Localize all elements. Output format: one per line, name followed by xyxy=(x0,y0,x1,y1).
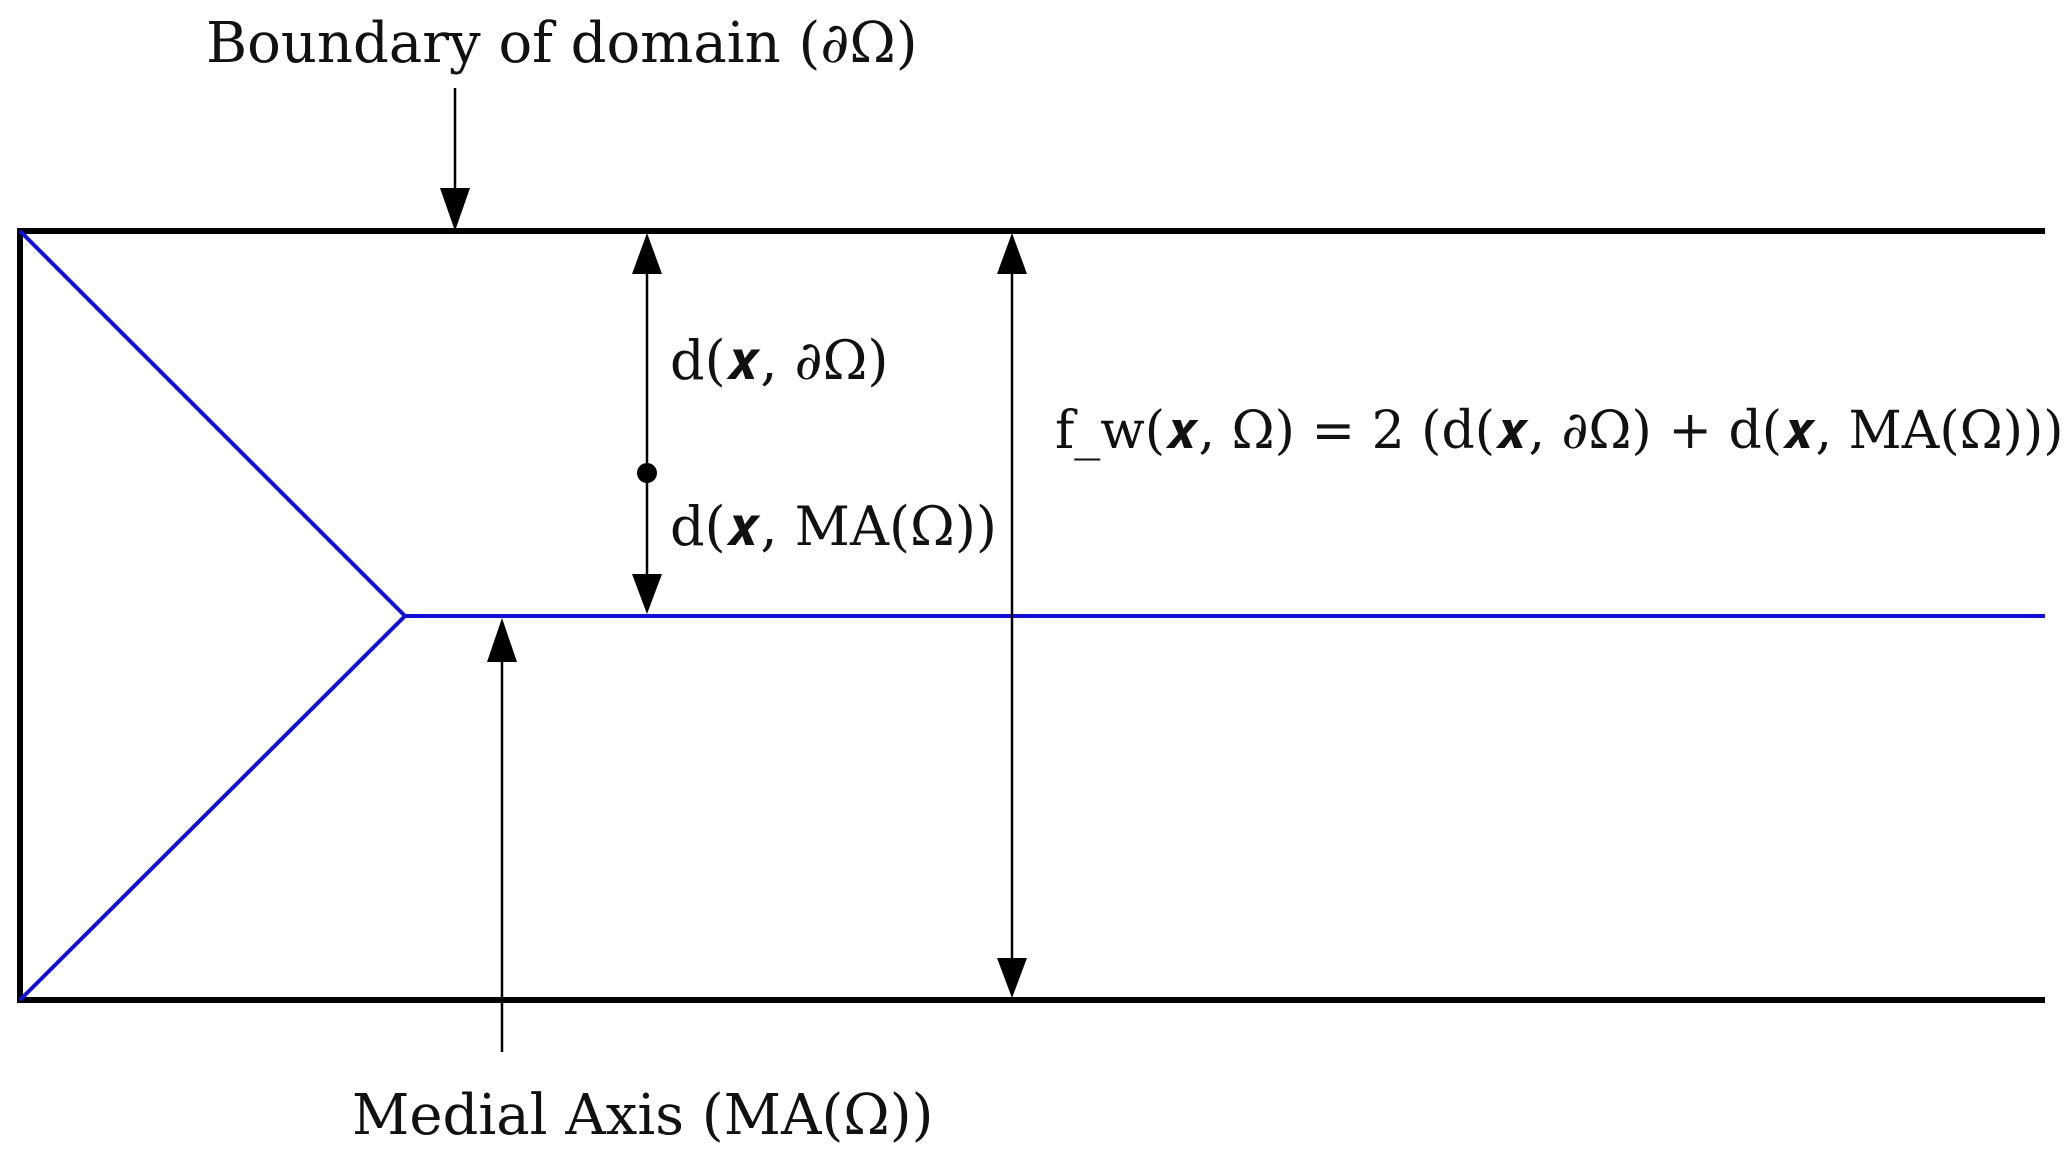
medial-axis-lower-branch xyxy=(18,614,407,1002)
medial-axis-label: Medial Axis (MA(Ω)) xyxy=(352,1083,934,1148)
boundary-pointer-arrowhead xyxy=(440,188,470,231)
medial-axis-pointer-arrowhead xyxy=(487,618,517,662)
width-arrowhead-up xyxy=(997,233,1027,274)
boundary-label: Boundary of domain (∂Ω) xyxy=(206,11,918,76)
distance-to-boundary-label: d(𝒙, ∂Ω) xyxy=(670,329,889,392)
point-x-marker xyxy=(637,463,657,483)
width-arrowhead-down xyxy=(997,958,1027,998)
medial-axis-upper-branch xyxy=(18,229,407,618)
distance-arrowhead-down xyxy=(632,574,662,614)
distance-arrowhead-up xyxy=(632,233,662,274)
distance-to-medial-axis-label: d(𝒙, MA(Ω)) xyxy=(670,495,997,558)
width-function-formula: f_w(𝒙, Ω) = 2 (d(𝒙, ∂Ω) + d(𝒙, MA(Ω))) xyxy=(1055,401,2064,461)
